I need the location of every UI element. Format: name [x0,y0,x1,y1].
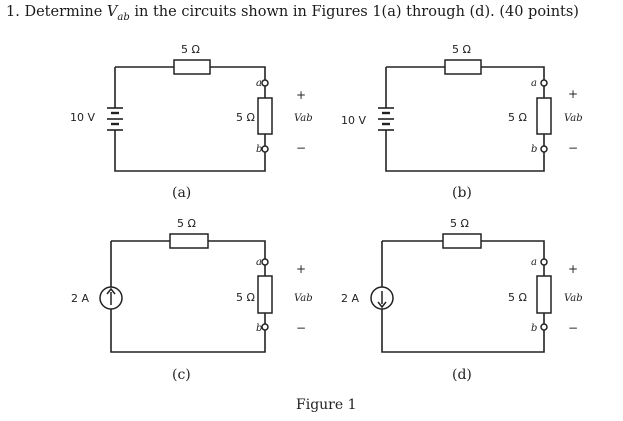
question-prefix: Determine [24,4,103,20]
current-source-d [370,286,394,310]
wire-d [381,240,545,353]
vab-label-b: Vab [564,113,583,124]
minus-c: − [296,321,306,335]
caption-d: (d) [452,367,472,383]
vab-label-a: Vab [294,113,313,124]
node-b-label: b [531,144,537,155]
series-r-label-c: 5 Ω [177,217,196,230]
circuit-a: 10 V 5 Ω 5 Ω a b + Vab − (a) [70,43,313,201]
node-b-label: b [531,323,537,334]
question-number: 1. [6,4,20,20]
series-resistor-b [444,59,482,75]
question-text: 1. Determine Vab in the circuits shown i… [6,4,579,23]
caption-a: (a) [172,185,191,201]
series-r-label-a: 5 Ω [181,43,200,56]
node-a-label: a [531,257,537,268]
load-resistor-d [536,275,552,314]
terminal-b-bottom [540,145,548,153]
terminal-a-bottom [261,145,269,153]
wire-a [114,66,266,172]
load-resistor-a [257,97,273,135]
terminal-d-bottom [540,323,548,331]
vab-label-c: Vab [294,293,313,304]
load-r-label-a: 5 Ω [236,111,255,124]
load-r-label-c: 5 Ω [236,291,255,304]
source-label-d: 2 A [341,292,359,305]
load-r-label-d: 5 Ω [508,291,527,304]
source-label-c: 2 A [71,292,89,305]
terminal-c-top [261,258,269,266]
source-label-a: 10 V [70,111,95,124]
battery-a [107,107,123,131]
circuit-d: 2 A 5 Ω 5 Ω a b + Vab − (d) [341,217,583,383]
plus-a: + [296,88,306,102]
terminal-a-top [261,79,269,87]
source-label-b: 10 V [341,114,366,127]
circuit-b: 10 V 5 Ω 5 Ω a b + Vab − (b) [341,43,583,201]
wire-c [110,240,266,353]
series-resistor-d [442,233,482,249]
series-resistor-c [169,233,209,249]
series-r-label-b: 5 Ω [452,43,471,56]
wire-b [385,66,545,172]
load-resistor-b [536,97,552,135]
minus-b: − [568,141,578,155]
battery-b [378,107,394,131]
node-a-label: a [256,257,262,268]
load-resistor-c [257,275,273,314]
terminal-b-top [540,79,548,87]
caption-c: (c) [172,367,191,383]
load-r-label-b: 5 Ω [508,111,527,124]
minus-d: − [568,321,578,335]
vab-label-d: Vab [564,293,583,304]
plus-b: + [568,87,578,101]
terminal-c-bottom [261,323,269,331]
question-suffix: in the circuits shown in Figures 1(a) th… [134,4,579,20]
terminal-d-top [540,258,548,266]
minus-a: − [296,141,306,155]
node-b-label: b [256,323,262,334]
node-a-label: a [531,78,537,89]
figure-caption: Figure 1 [296,397,357,413]
node-b-label: b [256,144,262,155]
plus-d: + [568,262,578,276]
series-r-label-d: 5 Ω [450,217,469,230]
current-source-c [99,286,123,310]
node-a-label: a [256,78,262,89]
caption-b: (b) [452,185,472,201]
circuit-c: 2 A 5 Ω 5 Ω a b + Vab − (c) [71,217,313,383]
plus-c: + [296,262,306,276]
series-resistor-a [173,59,211,75]
vab-variable: Vab [106,4,130,23]
